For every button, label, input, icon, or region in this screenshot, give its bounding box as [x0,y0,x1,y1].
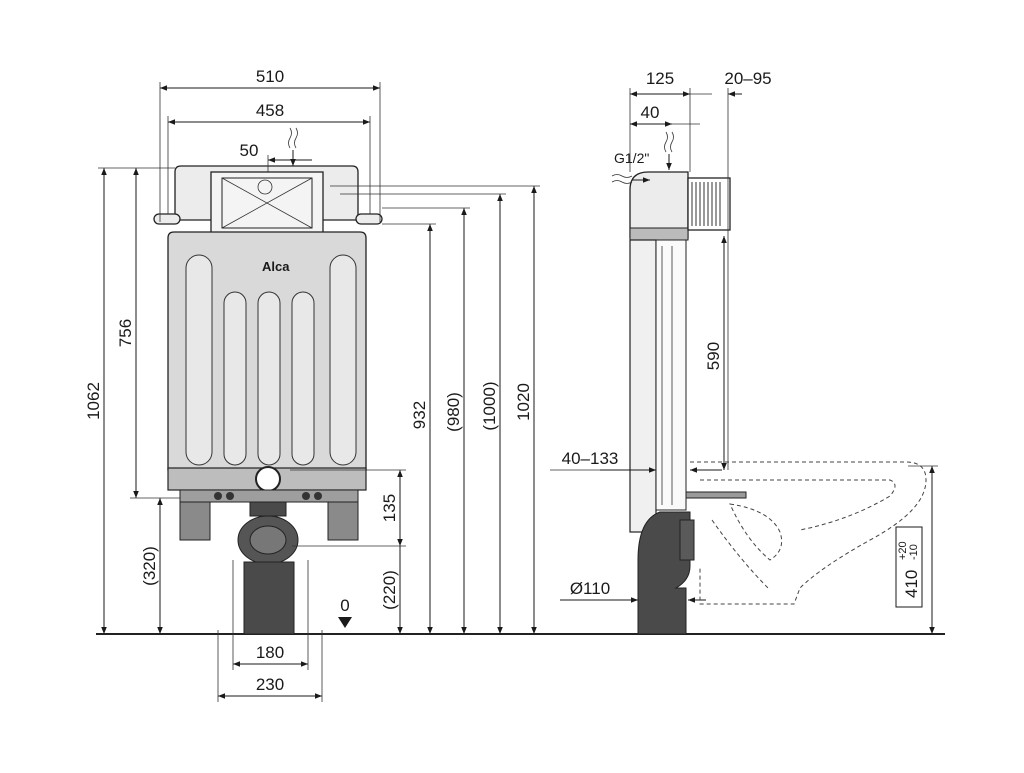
outlet-ring [255,466,281,492]
dim-40-133: 40–133 [562,449,619,468]
side-drain-elbow [637,511,691,635]
dim-50: 50 [240,141,259,160]
dim-1020: 1020 [514,383,533,421]
side-frame-post [629,239,657,533]
dim-135: 135 [380,494,399,522]
tol-minus: -10 [908,544,920,560]
dim-180: 180 [256,643,284,662]
dim-510: 510 [256,67,284,86]
left-foot [179,501,211,541]
left-ear [153,213,181,225]
tolerance-box [895,526,923,608]
dim-590: 590 [704,342,723,370]
drain-pipe [243,561,295,635]
dim-410: 410 [902,570,921,598]
wc-bowl-outline [690,461,927,605]
dim-220: (220) [380,570,399,610]
dim-458: 458 [256,101,284,120]
dim-320: (320) [140,546,159,586]
dim-zero: 0 [340,596,349,615]
front-view: Alca 510 458 50 1062 [84,67,540,702]
dim-756: 756 [116,319,135,347]
brand-label: Alca [262,259,290,274]
dim-40: 40 [641,103,660,122]
tol-plus: +20 [897,541,909,560]
dim-980: (980) [444,392,463,432]
actuator-spring [687,177,731,231]
dim-20-95: 20–95 [724,69,771,88]
thread-label: G1/2" [614,150,649,166]
dim-110: Ø110 [570,579,610,598]
side-view: G1/2" 125 20–95 40 590 40–133 Ø110 [550,69,938,635]
dim-125: 125 [646,69,674,88]
dim-1062: 1062 [84,382,103,420]
dim-1000: (1000) [480,381,499,430]
side-cistern-head [629,171,689,239]
right-ear [355,213,383,225]
right-foot [327,501,359,541]
dim-230: 230 [256,675,284,694]
dim-932: 932 [410,401,429,429]
